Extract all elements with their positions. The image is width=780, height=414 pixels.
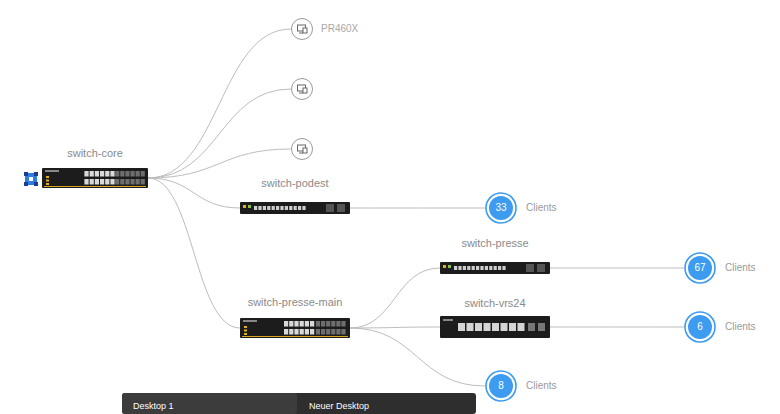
network-link <box>148 29 291 178</box>
network-link <box>148 178 240 208</box>
switch-name: switch-core <box>42 146 148 160</box>
switch-node: switch-presse-main <box>240 295 350 338</box>
network-link <box>148 149 291 178</box>
client-count: 33 <box>485 192 517 224</box>
clients-node: 67Clients <box>684 252 716 284</box>
switch-node: switch-core <box>42 146 148 188</box>
network-link <box>148 89 291 178</box>
clients-node: 8Clients <box>485 370 517 402</box>
desktop-taskbar <box>122 393 476 414</box>
client-label: Clients <box>526 202 557 214</box>
switch-icon <box>440 262 550 274</box>
device-node: PR460X <box>291 18 313 40</box>
clients-node: 33Clients <box>485 192 517 224</box>
client-label: Clients <box>725 321 756 333</box>
switch-name: switch-podest <box>240 176 350 190</box>
switch-icon <box>240 318 350 338</box>
network-link <box>148 178 240 328</box>
device-node <box>291 78 313 100</box>
switch-icon <box>240 202 350 214</box>
switch-icon <box>42 168 148 188</box>
device-name: PR460X <box>321 23 358 35</box>
switch-name: switch-presse-main <box>240 295 350 309</box>
network-link <box>550 268 684 269</box>
client-count: 8 <box>485 370 517 402</box>
client-count: 6 <box>684 311 716 343</box>
client-label: Clients <box>725 262 756 274</box>
client-count: 67 <box>684 252 716 284</box>
network-link <box>350 208 485 209</box>
switch-icon <box>440 316 550 338</box>
device-icon <box>291 138 313 160</box>
network-link <box>350 268 440 328</box>
device-icon <box>291 78 313 100</box>
switch-node: switch-presse <box>440 236 550 274</box>
device-icon <box>291 18 313 40</box>
desktop-tab: Neuer Desktop <box>309 400 369 412</box>
switch-node: switch-podest <box>240 176 350 214</box>
device-node <box>291 138 313 160</box>
switch-node: switch-vrs24 <box>440 296 550 338</box>
clients-node: 6Clients <box>684 311 716 343</box>
network-link <box>350 327 440 328</box>
switch-name: switch-presse <box>440 236 550 250</box>
client-label: Clients <box>526 380 557 392</box>
desktop-tab: Desktop 1 <box>133 400 174 412</box>
switch-name: switch-vrs24 <box>440 296 550 310</box>
network-link <box>550 327 684 328</box>
topology-icon <box>24 172 38 186</box>
